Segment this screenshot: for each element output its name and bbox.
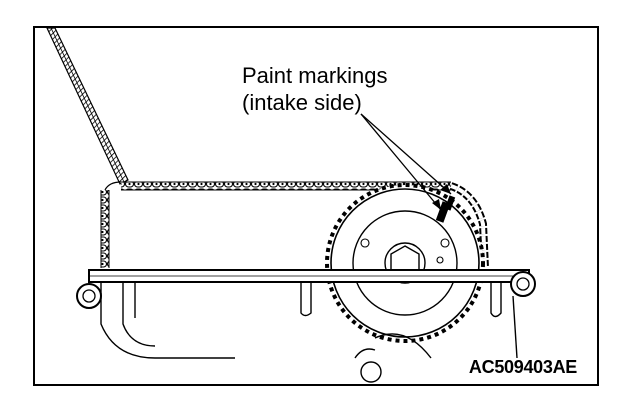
- callout-leader-lines: [360, 113, 452, 211]
- lower-housing: [100, 282, 518, 383]
- callout-label: Paint markings (intake side): [242, 62, 388, 116]
- callout-line-1: Paint markings: [242, 63, 388, 88]
- timing-chain-illustration: [46, 28, 536, 383]
- camshaft-sprocket-icon: [325, 183, 485, 343]
- timing-chain: [100, 181, 489, 269]
- figure-code: AC509403AE: [468, 357, 577, 377]
- chain-guide-rod: [46, 28, 129, 185]
- cylinder-head-cover: [88, 269, 530, 283]
- diagram-frame: Paint markings (intake side) AC509403AE: [33, 26, 599, 386]
- mounting-bolt-icon-left: [76, 283, 102, 309]
- mounting-bolt-icon-right: [510, 271, 536, 297]
- callout-line-2: (intake side): [242, 90, 362, 115]
- paint-marking: [435, 195, 456, 223]
